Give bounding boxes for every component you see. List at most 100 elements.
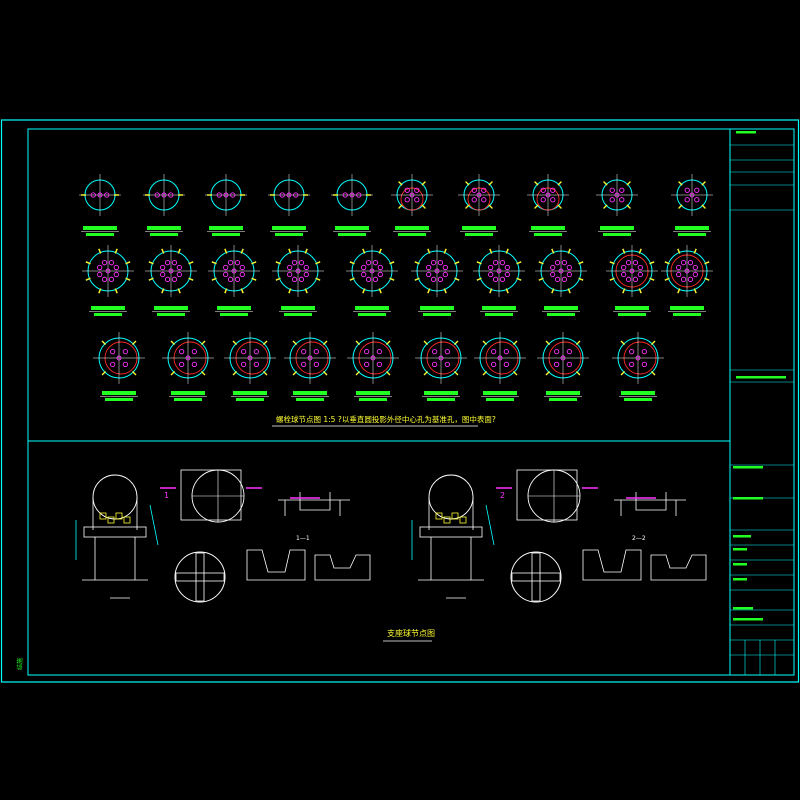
node-sublabel-bar: [603, 233, 631, 236]
bolt-hole: [550, 264, 556, 271]
node-label-bar: [209, 226, 243, 230]
center-hole: [105, 268, 111, 274]
dimension-tick: [701, 181, 706, 186]
node-label-bar: [600, 226, 634, 230]
bolt-hole: [503, 361, 510, 368]
bolt-hole: [625, 276, 632, 282]
bolt-hole: [291, 260, 298, 266]
node-label-bar: [83, 226, 117, 230]
bolt-hole: [609, 187, 615, 193]
dimension-tick: [125, 277, 131, 281]
inner-frame: [27, 128, 795, 676]
dimension-tick: [200, 340, 206, 346]
node-label-bar: [355, 306, 389, 310]
dimension-tick: [545, 340, 551, 346]
dimension-tick: [398, 204, 403, 209]
support-bolt-mark: [123, 516, 131, 524]
bolt-hole: [108, 260, 115, 266]
bolt-hole: [471, 197, 477, 203]
bolt-ball-node: [79, 174, 121, 236]
bolt-hole: [430, 276, 437, 282]
title-block: [730, 131, 794, 675]
dimension-tick: [516, 261, 522, 265]
node-sublabel-bar: [275, 233, 303, 236]
center-hole: [438, 355, 444, 361]
node-label-bar: [424, 391, 458, 395]
stiffener-plate: [175, 572, 225, 582]
dimension-tick: [551, 288, 555, 294]
dimension-tick: [443, 248, 447, 254]
dimension-tick: [262, 340, 268, 346]
stiffener-plate: [195, 552, 205, 602]
dimension-tick: [677, 248, 681, 254]
center-hole: [370, 355, 376, 361]
node-sublabel-bar: [486, 398, 514, 401]
dimension-tick: [262, 370, 268, 376]
center-hole: [116, 355, 122, 361]
dimension-tick: [476, 277, 482, 281]
dimension-tick: [188, 261, 194, 265]
bolt-ball-node: [458, 174, 500, 236]
dimension-tick: [578, 261, 584, 265]
bolt-hole: [431, 348, 438, 355]
bolt-hole: [293, 192, 299, 198]
bolt-hole: [178, 361, 185, 368]
center-hole: [689, 192, 695, 198]
bolt-hole: [363, 348, 370, 355]
bolt-hole: [442, 271, 448, 278]
node-label-bar: [233, 391, 267, 395]
title-block-text-bar: [733, 618, 763, 621]
bolt-hole: [566, 271, 572, 278]
dimension-tick: [693, 288, 697, 294]
node-grid: [79, 174, 713, 401]
bolt-hole: [303, 264, 309, 271]
center-hole: [496, 268, 502, 274]
bolt-ball-node: [473, 245, 525, 316]
node-sublabel-bar: [212, 233, 240, 236]
title-block-text-bar: [733, 497, 763, 500]
title-block-text-bar: [733, 466, 763, 469]
bolt-hole: [240, 361, 247, 368]
bolt-hole: [414, 187, 420, 193]
support-bolt-mark: [451, 512, 459, 520]
bolt-hole: [554, 276, 561, 282]
bolt-hole: [694, 197, 700, 203]
dimension-tick: [701, 204, 706, 209]
node-label-bar: [546, 391, 580, 395]
bolt-hole: [234, 276, 241, 282]
dimension-tick: [101, 340, 107, 346]
bolt-hole: [298, 276, 305, 282]
bolt-hole: [621, 264, 627, 271]
bolt-hole: [554, 260, 561, 266]
dimension-tick: [385, 340, 391, 346]
node-label-bar: [544, 306, 578, 310]
gusset-profile: [650, 554, 707, 581]
dimension-tick: [476, 261, 482, 265]
bolt-ball-node: [205, 174, 247, 236]
bolt-hole: [113, 264, 119, 271]
bolt-hole: [365, 276, 372, 282]
section-cut: [614, 492, 686, 516]
dimension-tick: [288, 288, 292, 294]
bolt-ball-node: [596, 174, 638, 236]
dimension-tick: [385, 370, 391, 376]
bolt-hole: [442, 264, 448, 271]
node-sublabel-bar: [359, 398, 387, 401]
bolt-hole: [101, 276, 108, 282]
bolt-hole: [168, 192, 174, 198]
bolt-hole: [444, 361, 451, 368]
node-sublabel-bar: [86, 233, 114, 236]
center-hole: [231, 268, 237, 274]
node-label-bar: [356, 391, 390, 395]
bolt-hole: [540, 197, 546, 203]
bolt-hole: [160, 271, 166, 278]
dimension-tick: [538, 277, 544, 281]
dimension-tick: [575, 370, 581, 376]
center-hole: [476, 192, 482, 198]
bolt-hole: [404, 187, 410, 193]
bolt-hole: [377, 271, 383, 278]
bolt-hole: [239, 271, 245, 278]
node-sublabel-bar: [105, 398, 133, 401]
dimension-tick: [704, 277, 710, 281]
node-sublabel-bar: [534, 233, 562, 236]
